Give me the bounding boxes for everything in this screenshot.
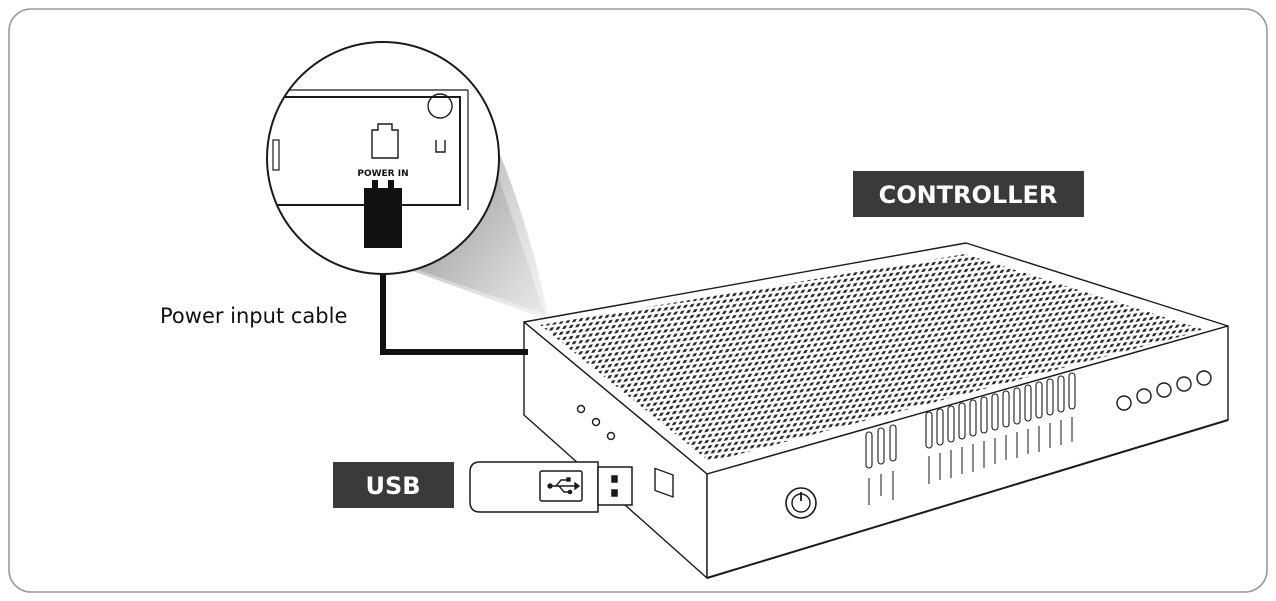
device-vent-grille (540, 254, 1205, 462)
power-in-label: POWER IN (357, 169, 408, 179)
power-cable-label: Power input cable (160, 304, 347, 328)
power-input-cable (380, 250, 528, 355)
device-usb-port (654, 467, 674, 498)
usb-trident (547, 477, 581, 495)
usb-label: USB (365, 472, 420, 500)
power-button-icon (785, 487, 817, 519)
front-led-printing (868, 417, 1073, 505)
controller-device (523, 242, 1229, 579)
usb-tag: USB (333, 462, 454, 508)
controller-label: CONTROLLER (879, 181, 1058, 209)
keyhole-icon (427, 93, 453, 153)
front-status-leds (865, 372, 1076, 469)
side-led (591, 417, 601, 427)
side-led (606, 431, 616, 441)
magnifier-detail (266, 41, 500, 275)
power-plug (364, 188, 402, 248)
usb-connector (597, 466, 633, 506)
power-socket-icon (371, 123, 399, 159)
controller-tag: CONTROLLER (853, 171, 1084, 217)
usb-stick (469, 461, 633, 513)
side-led (576, 404, 586, 414)
front-round-buttons (1116, 370, 1212, 411)
